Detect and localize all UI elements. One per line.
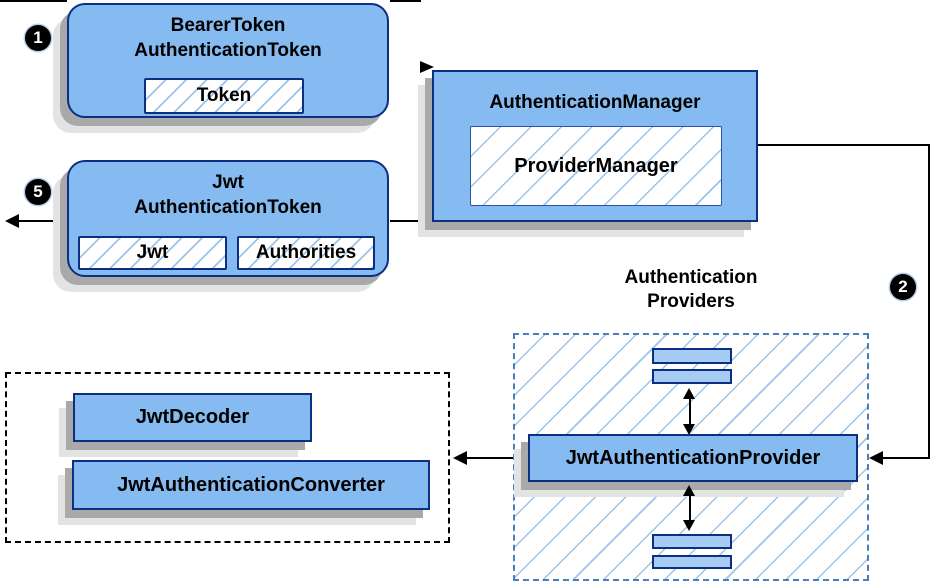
step-badge-5: 5	[25, 179, 51, 205]
arrowhead-down-icon	[683, 424, 695, 435]
provider-placeholder-bar	[652, 348, 732, 364]
node-jwt-decoder: JwtDecoder	[73, 393, 312, 442]
arrowhead-up-icon	[683, 388, 695, 399]
node-jwt-authentication-converter: JwtAuthenticationConverter	[72, 460, 430, 510]
flow-line-to-provider	[883, 457, 930, 459]
chip-jwt: Jwt	[78, 236, 227, 270]
step-badge-2: 2	[890, 274, 916, 300]
arrowhead-left-icon	[453, 451, 467, 465]
flow-line-manager-to-jwt-token	[390, 220, 432, 222]
heading-line: Providers	[647, 291, 735, 312]
node-title-line: AuthenticationToken	[134, 197, 322, 218]
heading-line: Authentication	[624, 267, 758, 288]
flow-line-bearer-to-manager	[390, 0, 421, 2]
step-badge-1: 1	[25, 25, 51, 51]
chip-authorities: Authorities	[237, 236, 375, 270]
chip-provider-manager: ProviderManager	[470, 126, 722, 206]
node-title-line: BearerToken	[170, 15, 286, 36]
flow-line-provider-to-converters	[467, 457, 528, 459]
provider-placeholder-bar	[652, 369, 732, 384]
flow-line-response-out	[19, 220, 67, 222]
node-title-line: AuthenticationToken	[134, 40, 322, 61]
arrowhead-up-icon	[683, 485, 695, 496]
arrowhead-right-icon	[420, 61, 434, 73]
node-bearer-token-authentication-token: BearerToken AuthenticationToken	[67, 3, 389, 118]
flow-line-request-in	[0, 0, 67, 2]
flow-line-manager-right	[758, 144, 930, 146]
providers-group-heading: Authentication Providers	[556, 266, 826, 314]
arrowhead-left-icon	[869, 451, 883, 465]
node-title-line: Jwt	[212, 172, 244, 193]
arrowhead-left-icon	[5, 214, 19, 228]
provider-placeholder-bar	[652, 534, 732, 549]
chip-token: Token	[144, 78, 304, 114]
flow-line-right-down	[928, 144, 930, 459]
double-arrow-line	[689, 398, 691, 424]
provider-placeholder-bar	[652, 555, 732, 569]
node-title: AuthenticationManager	[489, 92, 701, 113]
node-jwt-authentication-provider: JwtAuthenticationProvider	[528, 434, 858, 482]
double-arrow-line	[689, 495, 691, 521]
arrowhead-down-icon	[683, 520, 695, 531]
